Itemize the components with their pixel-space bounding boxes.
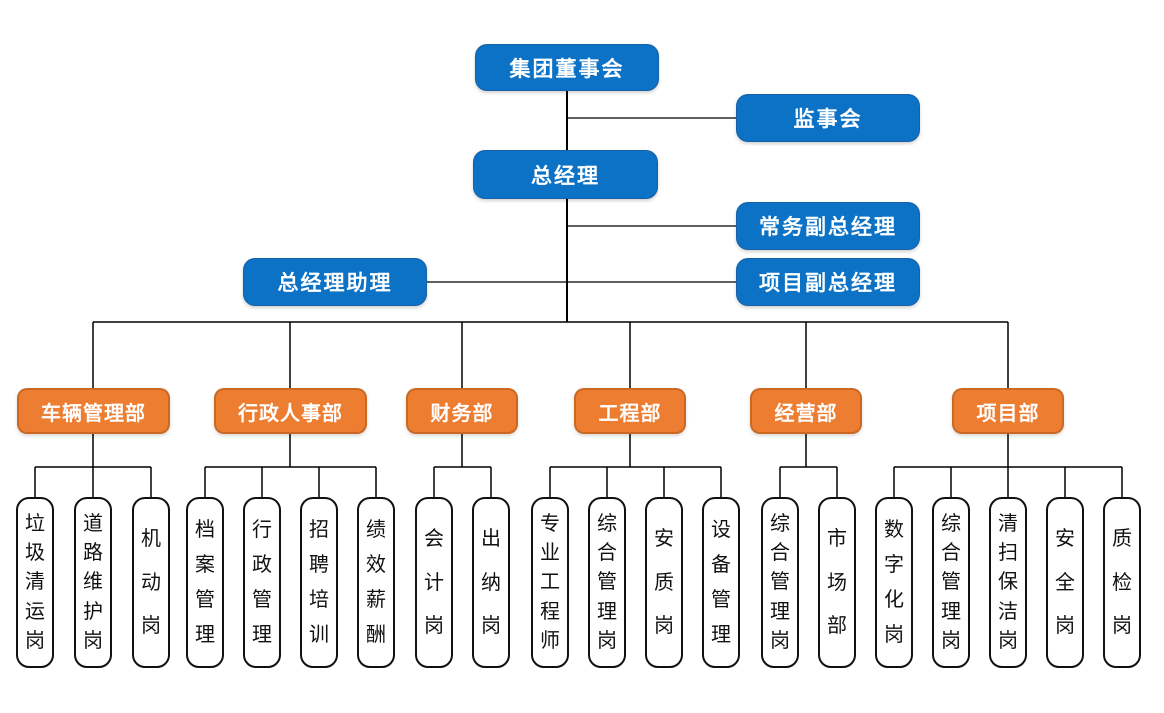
post-box: 会计岗: [415, 497, 453, 668]
dept-box-operations: 经营部: [750, 388, 862, 434]
exec-deputy-gm-box: 常务副总经理: [736, 202, 920, 250]
dept-box-engineering: 工程部: [574, 388, 686, 434]
post-box: 垃圾清运岗: [16, 497, 54, 668]
post-box: 行政管理: [243, 497, 281, 668]
dept-drop-lines: [92, 322, 1009, 388]
post-box: 综合管理岗: [932, 497, 970, 668]
post-box: 综合管理岗: [761, 497, 799, 668]
post-box: 清扫保洁岗: [989, 497, 1027, 668]
dept-box-finance: 财务部: [406, 388, 518, 434]
project-deputy-gm-box: 项目副总经理: [736, 258, 920, 306]
post-box: 质检岗: [1103, 497, 1141, 668]
post-stem-lines: [92, 434, 1009, 467]
post-box: 档案管理: [186, 497, 224, 668]
post-box: 安全岗: [1046, 497, 1084, 668]
post-box: 市场部: [818, 497, 856, 668]
supervisory-box: 监事会: [736, 94, 920, 142]
post-box: 设备管理: [702, 497, 740, 668]
post-box: 招聘培训: [300, 497, 338, 668]
post-box: 数字化岗: [875, 497, 913, 668]
gm-assistant-box: 总经理助理: [243, 258, 427, 306]
post-box: 出纳岗: [472, 497, 510, 668]
post-box: 机动岗: [132, 497, 170, 668]
gm-box: 总经理: [473, 150, 658, 199]
post-box: 专业工程师: [531, 497, 569, 668]
dept-box-vehicle-management: 车辆管理部: [17, 388, 170, 434]
post-drop-lines: [34, 467, 1123, 497]
dept-box-project: 项目部: [952, 388, 1064, 434]
post-box: 绩效薪酬: [357, 497, 395, 668]
post-box: 综合管理岗: [588, 497, 626, 668]
post-box: 道路维护岗: [74, 497, 112, 668]
post-box: 安质岗: [645, 497, 683, 668]
dept-box-hr-admin: 行政人事部: [214, 388, 367, 434]
board-box: 集团董事会: [475, 44, 659, 91]
